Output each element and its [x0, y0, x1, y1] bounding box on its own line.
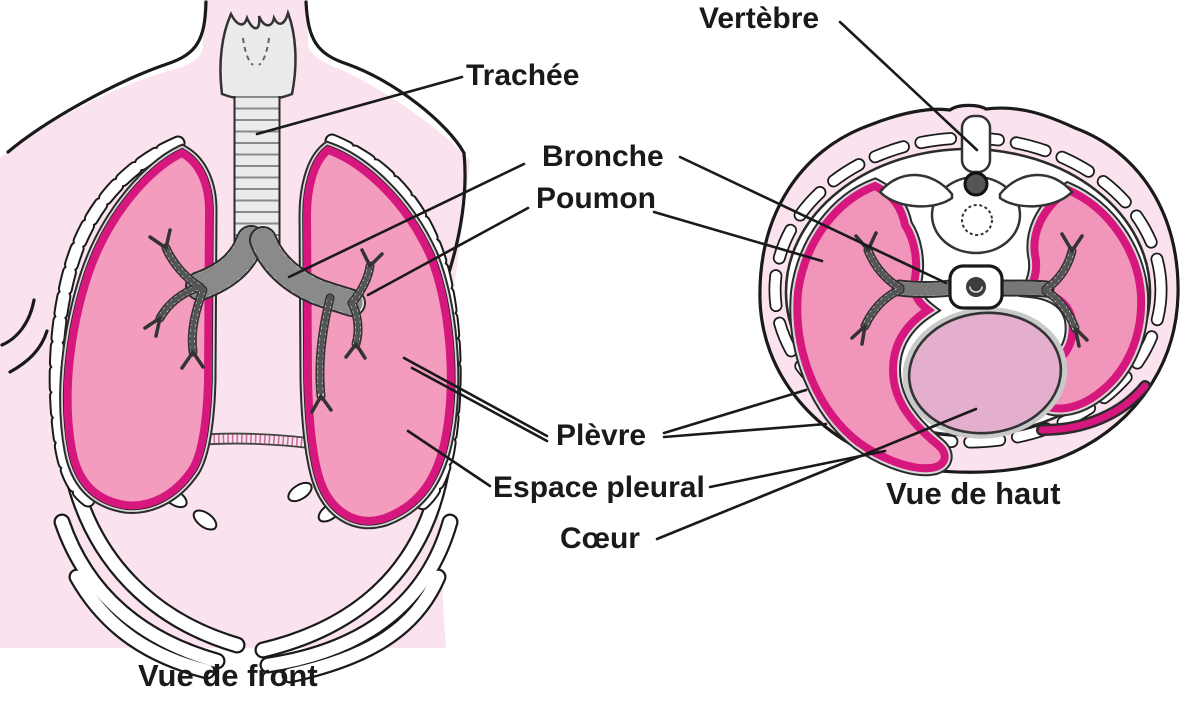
cross-section-illustration: [758, 103, 1180, 477]
leader-line-lung-left: [366, 206, 530, 297]
leader-line-pleura-left-a: [402, 356, 549, 438]
larynx-drawing: [219, 8, 297, 102]
label-pleural-space: Espace pleural: [493, 471, 705, 504]
leader-line-lung-right: [652, 210, 824, 263]
label-heart: Cœur: [560, 522, 640, 555]
front-left-lung: [59, 143, 218, 514]
caption-top-view: Vue de haut: [886, 476, 1061, 511]
caption-front-view: Vue de front: [138, 658, 318, 693]
leader-line-bronchus-left: [287, 162, 526, 279]
leader-line-vertebra: [838, 20, 979, 152]
leader-line-trachea: [255, 75, 464, 136]
leader-line-heart: [655, 407, 978, 541]
heart-drawing: [902, 307, 1151, 439]
section-left-lung: [789, 177, 953, 477]
leader-line-pleura-right-b: [662, 422, 828, 439]
front-view-illustration: [0, 0, 470, 684]
label-lung: Poumon: [536, 182, 656, 215]
front-right-lung: [298, 140, 460, 530]
leader-line-pleura-right-a: [662, 388, 808, 435]
front-bronchial-branches: [143, 228, 384, 414]
spinal-canal: [963, 171, 989, 197]
esophagus-ring: [961, 204, 993, 236]
leader-line-pleural-space-left: [406, 429, 492, 488]
label-trachea: Trachée: [466, 59, 580, 92]
label-pleura: Plèvre: [556, 419, 647, 452]
leader-line-pleura-left-b: [410, 366, 549, 443]
larynx-detail: [242, 37, 270, 66]
vertebra-drawing: [878, 114, 1074, 255]
front-bronchi-drawing: [185, 225, 366, 317]
label-bronchus: Bronche: [542, 140, 664, 173]
leader-line-bronchus-right: [678, 155, 948, 285]
section-bronchi-drawing: [850, 231, 1089, 348]
leader-lines: [255, 20, 979, 541]
label-vertebra: Vertèbre: [699, 2, 820, 35]
